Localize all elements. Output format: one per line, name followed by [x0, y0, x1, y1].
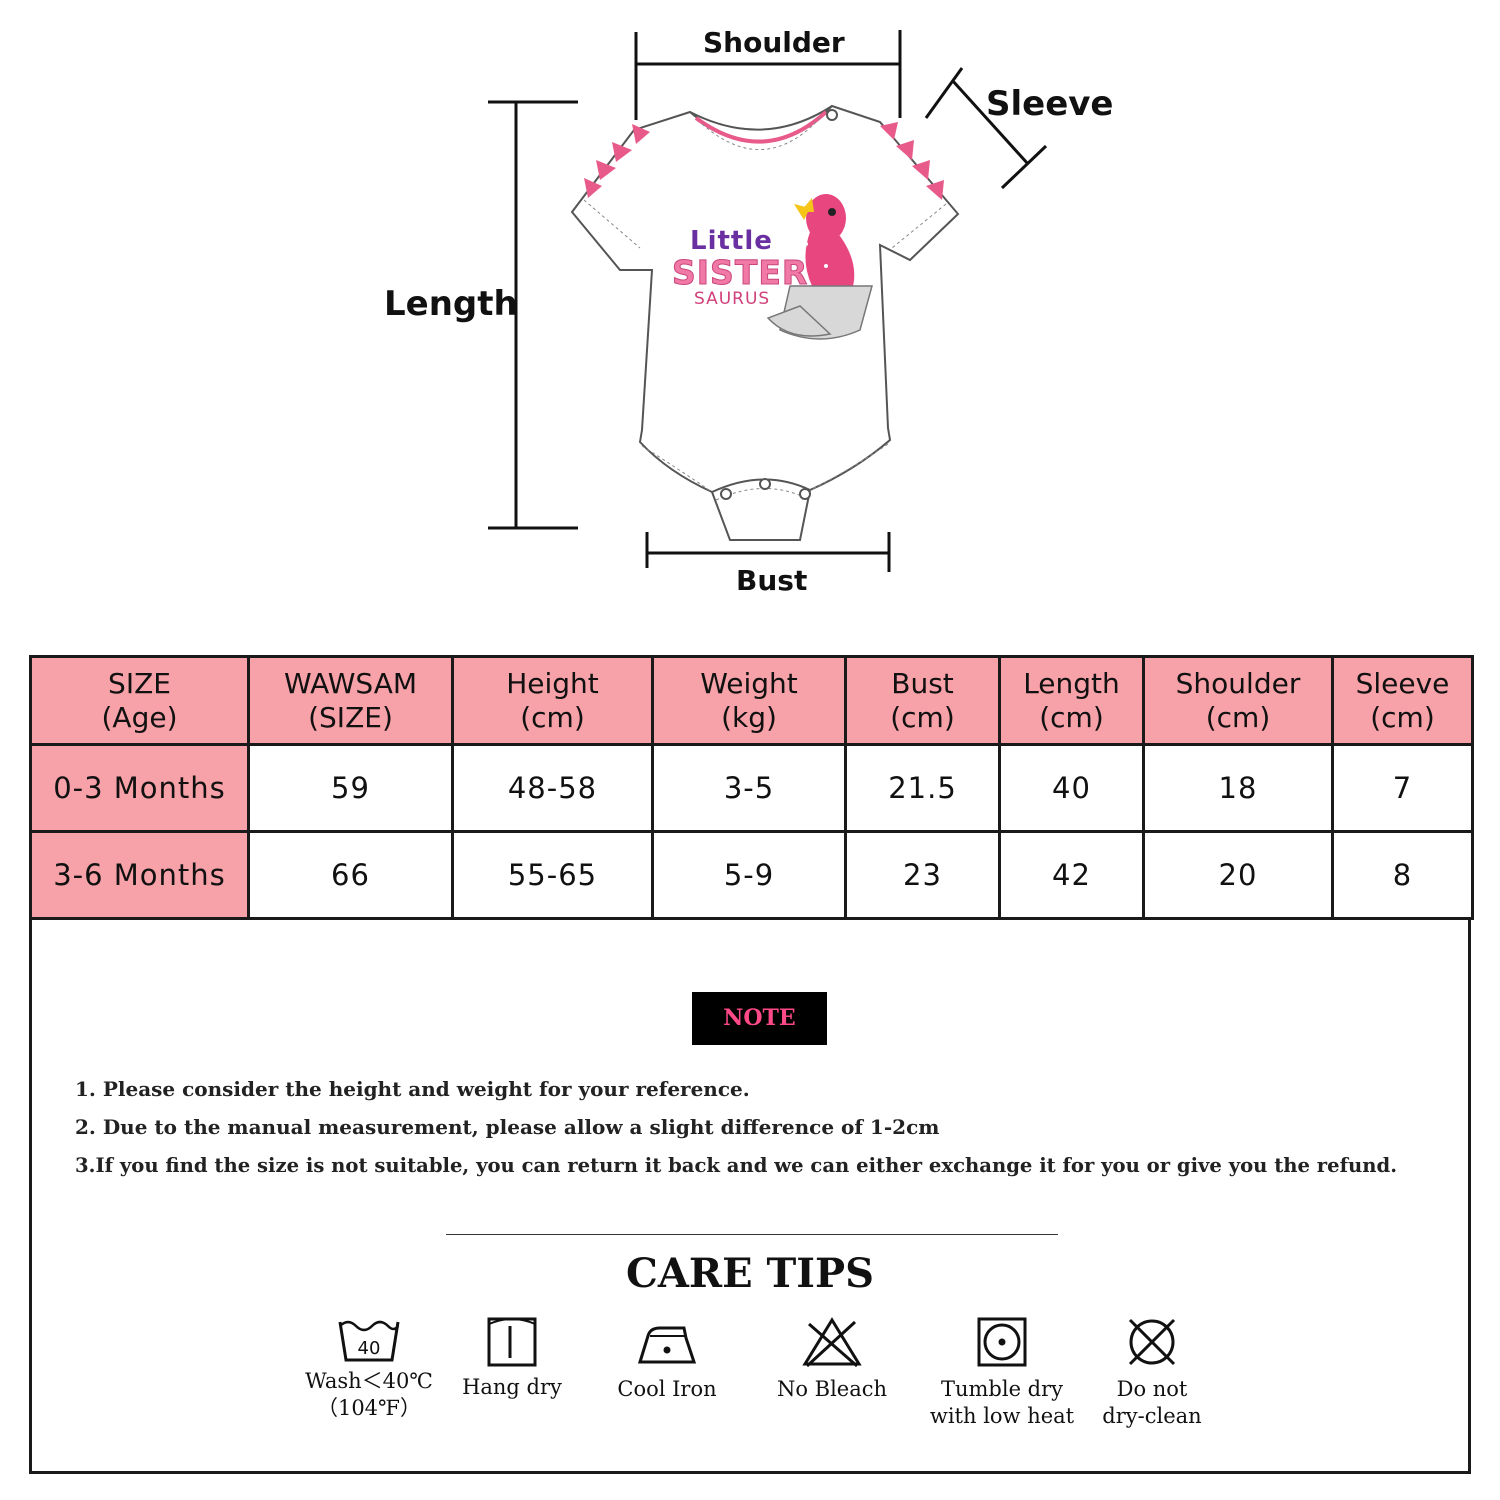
- row-size-age: 0-3 Months: [29, 743, 250, 833]
- header-sleeve: Sleeve(cm): [1331, 655, 1474, 746]
- header-bust: Bust(cm): [844, 655, 1001, 746]
- cell-wawsam: 59: [247, 743, 454, 833]
- wash-40-icon: 40: [338, 1320, 400, 1362]
- care-item-no-bleach: No Bleach: [762, 1316, 902, 1403]
- dino-graphic: [766, 194, 873, 340]
- header-weight: Weight(kg): [651, 655, 847, 746]
- cool-iron-icon: [637, 1326, 697, 1364]
- print-text-saurus: SAURUS: [694, 289, 771, 309]
- length-label: Length: [384, 284, 518, 324]
- cell-length: 42: [998, 830, 1145, 920]
- cell-bust: 21.5: [844, 743, 1001, 833]
- row-size-age: 3-6 Months: [29, 830, 250, 920]
- no-dry-clean-icon: [1128, 1318, 1176, 1366]
- cell-weight: 3-5: [651, 743, 847, 833]
- table-row: 3-6 Months 66 55-65 5-9 23 42 20 8: [29, 830, 1474, 920]
- hang-dry-icon: [487, 1317, 537, 1367]
- table-header-row: SIZE(Age) WAWSAM(SIZE) Height(cm) Weight…: [29, 655, 1474, 746]
- svg-text:40: 40: [358, 1338, 381, 1359]
- tumble-dry-low-icon: [977, 1317, 1027, 1367]
- note-badge: NOTE: [692, 992, 827, 1045]
- note-and-care-panel: NOTE 1. Please consider the height and w…: [29, 920, 1471, 1474]
- cell-height: 55-65: [451, 830, 654, 920]
- care-label-no-dry-clean: Do not dry-clean: [1102, 1377, 1202, 1428]
- care-label-hang-dry: Hang dry: [462, 1375, 562, 1399]
- bust-label: Bust: [736, 564, 808, 597]
- cell-weight: 5-9: [651, 830, 847, 920]
- care-label-no-bleach: No Bleach: [776, 1377, 888, 1401]
- cell-sleeve: 7: [1331, 743, 1474, 833]
- note-line-1: 1. Please consider the height and weight…: [75, 1077, 750, 1101]
- table-row: 0-3 Months 59 48-58 3-5 21.5 40 18 7: [29, 743, 1474, 833]
- cell-length: 40: [998, 743, 1145, 833]
- care-label-tumble-dry: Tumble dry with low heat: [929, 1377, 1075, 1428]
- care-item-hang-dry: Hang dry: [452, 1316, 572, 1401]
- cell-shoulder: 20: [1142, 830, 1334, 920]
- header-shoulder: Shoulder(cm): [1142, 655, 1334, 746]
- print-text-little: Little: [690, 226, 773, 256]
- snap-buttons: [720, 109, 838, 500]
- care-item-wash: 40 Wash＜40℃ （104℉）: [294, 1316, 444, 1422]
- header-wawsam-size: WAWSAM(SIZE): [247, 655, 454, 746]
- care-item-tumble-dry: Tumble dry with low heat: [917, 1316, 1087, 1430]
- care-tips-title: CARE TIPS: [626, 1250, 874, 1297]
- bodysuit-illustration: [570, 104, 960, 541]
- dino-spikes: [584, 122, 944, 200]
- print-text-sister: SISTER: [671, 253, 809, 292]
- sleeve-label: Sleeve: [986, 84, 1114, 124]
- shoulder-label: Shoulder: [703, 26, 845, 59]
- care-label-wash: Wash＜40℃ （104℉）: [305, 1369, 433, 1420]
- cell-shoulder: 18: [1142, 743, 1334, 833]
- measurement-lines: [488, 30, 1048, 572]
- care-item-cool-iron: Cool Iron: [602, 1316, 732, 1403]
- header-size-age: SIZE(Age): [29, 655, 250, 746]
- care-item-no-dry-clean: Do not dry-clean: [1092, 1316, 1212, 1430]
- cell-height: 48-58: [451, 743, 654, 833]
- cell-wawsam: 66: [247, 830, 454, 920]
- care-divider: [446, 1234, 1058, 1235]
- note-line-2: 2. Due to the manual measurement, please…: [75, 1115, 940, 1139]
- size-diagram: Shoulder Sleeve Length Bust Little SISTE…: [0, 0, 1500, 640]
- cell-sleeve: 8: [1331, 830, 1474, 920]
- no-bleach-icon: [802, 1317, 862, 1368]
- size-chart-table: SIZE(Age) WAWSAM(SIZE) Height(cm) Weight…: [29, 655, 1474, 920]
- care-label-cool-iron: Cool Iron: [617, 1377, 717, 1401]
- header-length: Length(cm): [998, 655, 1145, 746]
- note-line-3: 3.If you find the size is not suitable, …: [75, 1154, 1398, 1177]
- cell-bust: 23: [844, 830, 1001, 920]
- header-height: Height(cm): [451, 655, 654, 746]
